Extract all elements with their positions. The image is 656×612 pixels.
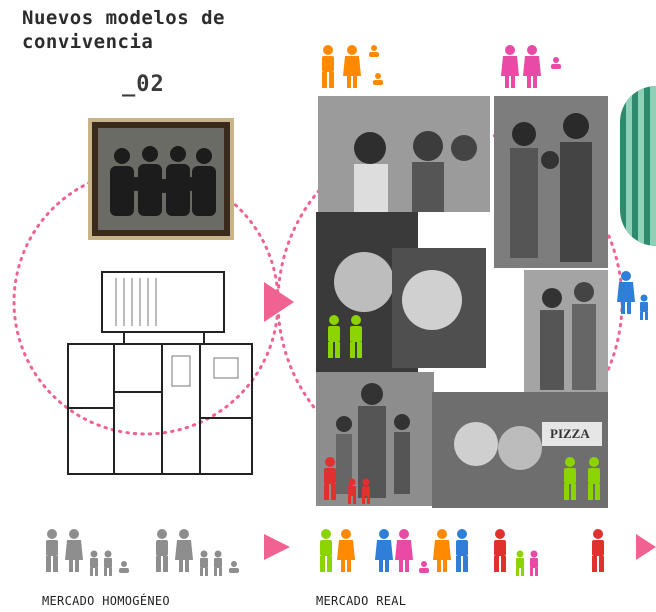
framed-family-portrait: [88, 118, 234, 240]
family-photo-parents-child: [494, 96, 608, 268]
partial-green-photo: [620, 86, 656, 246]
homogeneous-family-icons: [46, 529, 239, 576]
caption-homogeneous-market: MERCADO HOMOGÉNEO: [42, 594, 170, 608]
couple-photo-men-2: [392, 248, 486, 368]
elderly-couple-photo: PIZZA: [432, 392, 608, 508]
photo-two-women: [524, 270, 608, 396]
arrow-right-icon: [636, 534, 656, 560]
arrow-right-icon: [264, 534, 290, 560]
portrait-image: [98, 128, 224, 230]
arrow-right-icon: [264, 282, 294, 322]
pizza-sign: PIZZA: [550, 426, 590, 441]
caption-real-market: MERCADO REAL: [316, 594, 407, 608]
couple-icon-green-2: [564, 457, 600, 500]
family-photo-mother-daughters: [318, 96, 490, 212]
step-number: _02: [122, 72, 165, 97]
couple-icon-blue: [617, 271, 648, 320]
apartment-floor-plan: [67, 271, 253, 475]
real-family-icons: [320, 529, 604, 576]
page-title: Nuevos modelos de convivencia: [22, 7, 225, 53]
family-icon-red: [324, 457, 370, 504]
family-icon-orange: [322, 45, 383, 88]
family-icon-magenta: [501, 45, 561, 88]
couple-icon-green: [328, 315, 362, 358]
